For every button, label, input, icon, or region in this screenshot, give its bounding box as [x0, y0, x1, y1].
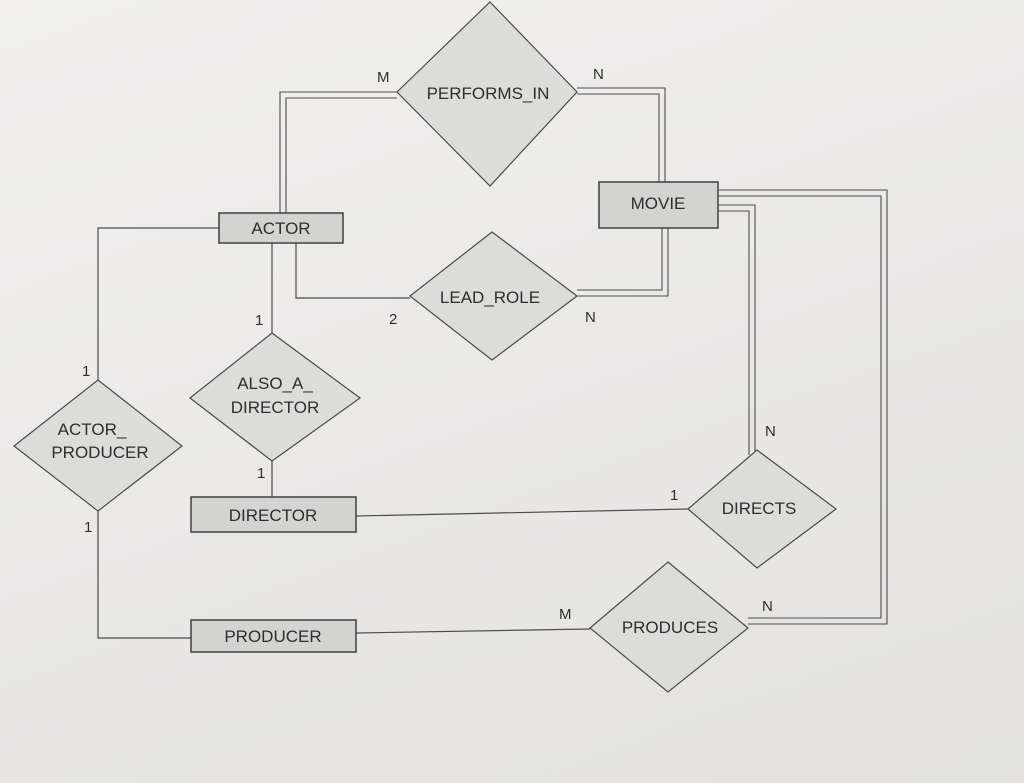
relationship-directs-label: DIRECTS [722, 499, 797, 518]
relationship-lead-role-label: LEAD_ROLE [440, 288, 540, 307]
cardinality-performs-in-actor: M [377, 69, 390, 86]
link-actor-lead-role [295, 243, 410, 299]
relationship-produces [589, 561, 749, 693]
relationship-actor-producer-label-line1: ACTOR_ [58, 420, 127, 439]
relationship-also-a-director [189, 332, 362, 462]
relationship-produces-label: PRODUCES [622, 618, 718, 637]
cardinality-directs-director: 1 [670, 487, 678, 504]
cardinality-lead-role-movie: N [585, 309, 596, 326]
link-actor-producer-producer [97, 511, 191, 639]
cardinality-also-a-director-actor: 1 [255, 312, 263, 329]
cardinality-produces-producer: M [559, 606, 572, 623]
cardinality-performs-in-movie: N [593, 66, 604, 83]
link-lead-role-movie [577, 228, 669, 297]
cardinality-actor-producer-producer: 1 [84, 519, 92, 536]
relationship-performs-in-label: PERFORMS_IN [427, 84, 550, 103]
link-actor-performs-in [279, 91, 397, 213]
relationship-lead-role [409, 231, 578, 361]
cardinality-lead-role-actor: 2 [389, 311, 397, 328]
relationship-also-a-director-label-line2: DIRECTOR [231, 398, 319, 417]
relationship-performs-in [396, 1, 578, 187]
entity-actor [218, 212, 344, 244]
link-actor-actor-producer [97, 227, 219, 380]
link-producer-produces [355, 628, 591, 634]
relationship-actor-producer [13, 379, 183, 512]
entity-actor-label: ACTOR [251, 219, 310, 238]
relationship-also-a-director-label-line1: ALSO_A_ [237, 374, 313, 393]
link-movie-directs [718, 204, 756, 455]
entity-producer [190, 619, 357, 653]
cardinality-actor-producer-actor: 1 [82, 363, 90, 380]
cardinality-directs-movie: N [765, 423, 776, 440]
entity-producer-label: PRODUCER [224, 627, 321, 646]
entity-movie-label: MOVIE [631, 194, 686, 213]
link-performs-in-movie [577, 87, 666, 182]
cardinality-produces-movie: N [762, 598, 773, 615]
link-director-directs [355, 508, 689, 517]
entity-director-label: DIRECTOR [229, 506, 317, 525]
cardinality-also-a-director-director: 1 [257, 465, 265, 482]
link-movie-produces [718, 189, 888, 625]
relationship-directs [687, 449, 838, 569]
entity-director [190, 496, 357, 533]
entity-movie [598, 181, 719, 229]
relationship-actor-producer-label-line2: PRODUCER [51, 443, 148, 462]
